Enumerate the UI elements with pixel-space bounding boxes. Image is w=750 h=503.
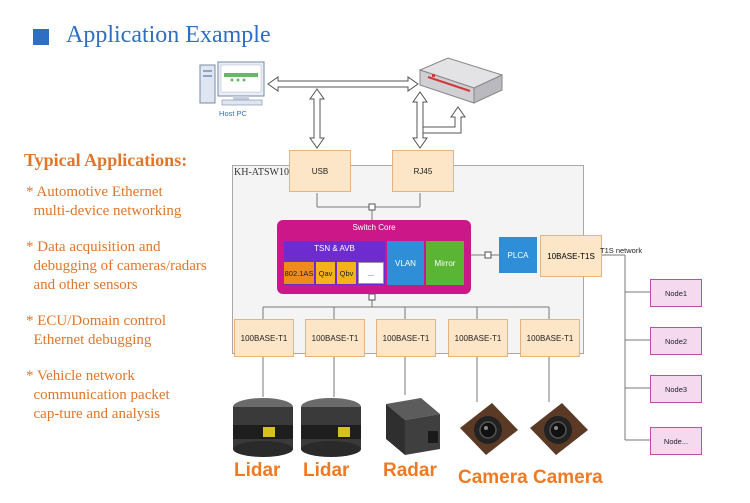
switch-core-label: Switch Core xyxy=(352,223,396,232)
tsn-avb-label: TSN & AVB xyxy=(314,244,355,253)
rj45-arrow xyxy=(412,91,466,149)
application-line: and other sensors xyxy=(26,277,138,293)
page-title: Application Example xyxy=(66,22,271,48)
applications-heading: Typical Applications: xyxy=(24,150,188,170)
application-line: communication packet xyxy=(26,387,170,403)
rj45-interface: RJ45 xyxy=(392,150,454,192)
port-100base-t1: 100BASE-T1 xyxy=(234,319,294,357)
device-label-radar: Radar xyxy=(383,460,437,481)
port-100base-t1: 100BASE-T1 xyxy=(520,319,580,357)
t1s-interface: 10BASE-T1S xyxy=(540,235,602,277)
t1s-node: Node1 xyxy=(650,279,702,307)
title-bullet-icon xyxy=(33,29,49,45)
feature-qbv: Qbv xyxy=(337,262,356,284)
device-label-camera: Camera xyxy=(458,467,528,488)
t1s-network-label: T1S network xyxy=(600,246,643,255)
applications-panel: Typical Applications: * Automotive Ether… xyxy=(24,150,229,441)
device-label-lidar: Lidar xyxy=(234,460,281,481)
feature-qav: Qav xyxy=(316,262,335,284)
port-100base-t1: 100BASE-T1 xyxy=(305,319,365,357)
application-item: * ECU/Domain control Ethernet debugging xyxy=(24,312,229,350)
application-line: debugging of cameras/radars xyxy=(26,258,207,274)
device-label-camera: Camera xyxy=(533,467,603,488)
feature-more: ... xyxy=(358,262,384,284)
usb-interface: USB xyxy=(289,150,351,192)
application-line: multi-device networking xyxy=(26,203,182,219)
port-100base-t1: 100BASE-T1 xyxy=(448,319,508,357)
application-line: Ethernet debugging xyxy=(26,332,152,348)
device-model-label: KH-ATSW100A xyxy=(234,167,302,178)
application-line: * Automotive Ethernet xyxy=(26,184,163,200)
port-100base-t1: 100BASE-T1 xyxy=(376,319,436,357)
feature-8021as: 802.1AS xyxy=(284,262,314,284)
t1s-node: Node3 xyxy=(650,375,702,403)
t1s-node: Node2 xyxy=(650,327,702,355)
t1s-node: Node... xyxy=(650,427,702,455)
application-line: cap-ture and analysis xyxy=(26,406,161,422)
device-label-lidar: Lidar xyxy=(303,460,350,481)
host-pc-label: Host PC xyxy=(219,109,247,118)
vlan-block: VLAN xyxy=(387,241,424,285)
application-item: * Vehicle network communication packet c… xyxy=(24,367,229,424)
mirror-block: Mirror xyxy=(426,241,464,285)
host-switch-arrow xyxy=(267,76,419,92)
application-item: * Data acquisition and debugging of came… xyxy=(24,238,229,295)
application-line: * Data acquisition and xyxy=(26,239,161,255)
application-line: * ECU/Domain control xyxy=(26,313,166,329)
application-line: * Vehicle network xyxy=(26,368,135,384)
application-item: * Automotive Ethernet multi-device netwo… xyxy=(24,183,229,221)
usb-arrow xyxy=(309,88,325,149)
plca-block: PLCA xyxy=(499,237,537,273)
